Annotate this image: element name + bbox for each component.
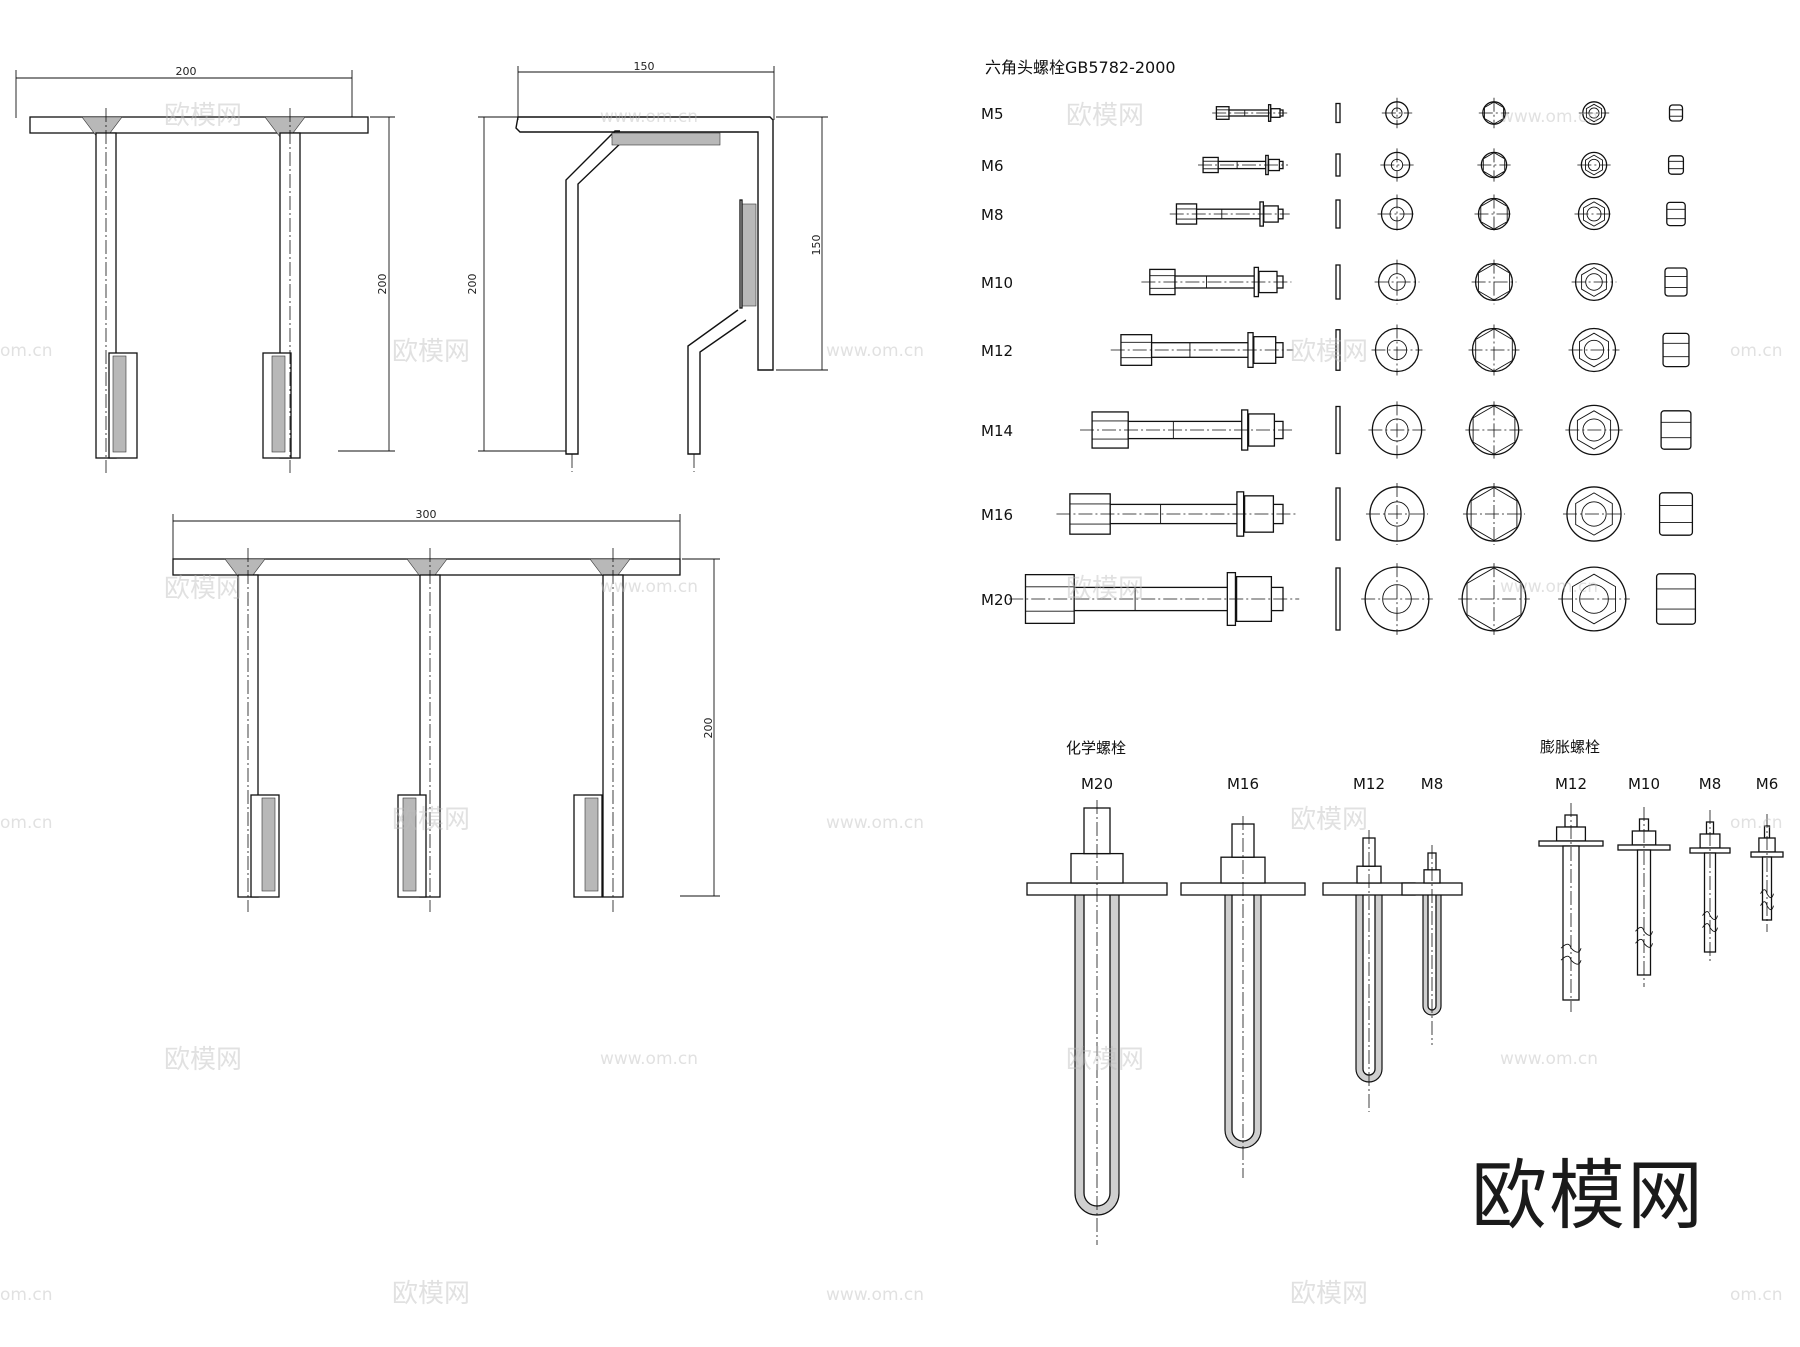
- triple-width-dim: 300: [416, 508, 437, 521]
- hex-bolt-size-label: M12: [981, 342, 1013, 360]
- hex-bolt-row: M12: [981, 324, 1690, 376]
- watermark-url: www.om.cn: [826, 813, 924, 833]
- hex-bolt-row: M5: [981, 97, 1684, 129]
- embed-side-view: 150 200 150: [466, 60, 828, 472]
- watermark-url-fragment: om.cn: [0, 1285, 53, 1305]
- nut-side: [1667, 155, 1685, 175]
- embed-front-view: 200 200: [15, 65, 395, 473]
- hex-bolt-size-label: M10: [981, 274, 1013, 292]
- side-inner-height-dim: 150: [810, 235, 823, 256]
- watermark-logo: 欧模网: [1290, 337, 1368, 367]
- watermark-url: www.om.cn: [1500, 107, 1598, 127]
- watermark-url: www.om.cn: [1500, 577, 1598, 597]
- expansion-bolt: M10: [1617, 775, 1671, 987]
- expansion-bolt-size-label: M6: [1756, 775, 1779, 793]
- watermark-logo: 欧模网: [392, 337, 470, 367]
- chemical-bolt-group: M20 M16 M12 M8: [1026, 775, 1463, 1245]
- watermark-url: www.om.cn: [1500, 1049, 1598, 1069]
- watermark-logo: 欧模网: [1066, 574, 1144, 604]
- expansion-bolt: M8: [1689, 775, 1731, 964]
- front-width-dim: 200: [176, 65, 197, 78]
- watermark-logo: 欧模网: [1290, 1279, 1368, 1309]
- watermark-logo: 欧模网: [1066, 1045, 1144, 1075]
- watermark-logo: 欧模网: [1290, 805, 1368, 835]
- nut-side: [1666, 201, 1686, 227]
- hex-bolt-size-label: M8: [981, 206, 1004, 224]
- watermark-url: www.om.cn: [826, 341, 924, 361]
- hex-bolt-row: M20: [981, 563, 1697, 635]
- hex-bolt-size-label: M5: [981, 105, 1004, 123]
- washer-side: [1335, 329, 1341, 371]
- expansion-bolt-size-label: M12: [1555, 775, 1587, 793]
- expansion-bolt-group: M12 M10 M8 M6: [1538, 775, 1784, 1012]
- front-height-dim: 200: [376, 274, 389, 295]
- washer-side: [1335, 102, 1341, 124]
- washer-side: [1335, 405, 1341, 455]
- hex-bolt-size-label: M16: [981, 506, 1013, 524]
- chemical-bolt-size-label: M20: [1081, 775, 1113, 793]
- watermark-url: www.om.cn: [600, 1049, 698, 1069]
- washer-side: [1335, 487, 1341, 541]
- watermark-logo: 欧模网: [164, 1045, 242, 1075]
- hex-bolt-size-label: M20: [981, 591, 1013, 609]
- washer-side: [1335, 153, 1341, 177]
- watermark-logo: 欧模网: [164, 101, 242, 131]
- hex-bolt-row: M6: [981, 148, 1685, 182]
- watermark-logo: 欧模网: [164, 574, 242, 604]
- nut-side: [1658, 492, 1694, 536]
- washer-side: [1335, 264, 1341, 300]
- side-height-dim: 200: [466, 274, 479, 295]
- nut-side: [1660, 410, 1692, 450]
- chemical-bolt-size-label: M12: [1353, 775, 1385, 793]
- embed-triple-view: 300 200: [172, 508, 720, 912]
- side-width-dim: 150: [634, 60, 655, 73]
- expansion-bolt-title: 膨胀螺栓: [1540, 738, 1600, 756]
- hex-bolt-row: M14: [981, 401, 1692, 459]
- expansion-bolt: M12: [1538, 775, 1604, 1012]
- watermark-url-fragment: om.cn: [1730, 341, 1783, 361]
- nut-side: [1655, 573, 1697, 625]
- watermark-url-fragment: om.cn: [0, 341, 53, 361]
- watermark-url-fragment: om.cn: [1730, 813, 1783, 833]
- chemical-bolt-title: 化学螺栓: [1066, 739, 1126, 757]
- expansion-bolt-size-label: M8: [1699, 775, 1722, 793]
- nut-side: [1662, 332, 1690, 368]
- chemical-bolt: M8: [1401, 775, 1463, 1045]
- expansion-bolt-section: 膨胀螺栓 M12 M10 M8 M6: [1538, 738, 1784, 1012]
- washer-side: [1335, 199, 1341, 229]
- hex-bolt-title: 六角头螺栓GB5782-2000: [985, 58, 1176, 77]
- watermark-logo: 欧模网: [1066, 101, 1144, 131]
- hex-bolt-row: M16: [981, 482, 1694, 546]
- watermark-url: www.om.cn: [826, 1285, 924, 1305]
- chemical-bolt: M12: [1322, 775, 1416, 1112]
- chemical-bolt-section: 化学螺栓 M20 M16 M12 M8: [1026, 739, 1463, 1245]
- nut-side: [1668, 104, 1684, 122]
- chemical-bolt-size-label: M8: [1421, 775, 1444, 793]
- hex-bolt-row: M8: [981, 194, 1686, 234]
- expansion-cone: [1635, 926, 1653, 936]
- watermark-url-fragment: om.cn: [1730, 1285, 1783, 1305]
- hex-bolt-row: M10: [981, 259, 1688, 305]
- watermark-logo: 欧模网: [392, 805, 470, 835]
- chemical-bolt-size-label: M16: [1227, 775, 1259, 793]
- hex-bolt-size-label: M6: [981, 157, 1004, 175]
- watermark-logo: 欧模网: [392, 1279, 470, 1309]
- watermark-layer: 欧模网欧模网欧模网欧模网欧模网欧模网欧模网欧模网欧模网欧模网欧模网欧模网www.…: [0, 101, 1783, 1309]
- watermark-url: www.om.cn: [600, 107, 698, 127]
- hex-bolt-size-label: M14: [981, 422, 1013, 440]
- watermark-logo-large: 欧模网: [1471, 1151, 1705, 1240]
- expansion-bolt: M6: [1750, 775, 1784, 932]
- expansion-bolt-size-label: M10: [1628, 775, 1660, 793]
- washer-side: [1335, 567, 1341, 631]
- nut-side: [1664, 267, 1688, 297]
- chemical-bolt: M16: [1180, 775, 1306, 1178]
- triple-height-dim: 200: [702, 718, 715, 739]
- watermark-url: www.om.cn: [600, 577, 698, 597]
- watermark-url-fragment: om.cn: [0, 813, 53, 833]
- chemical-bolt: M20: [1026, 775, 1168, 1245]
